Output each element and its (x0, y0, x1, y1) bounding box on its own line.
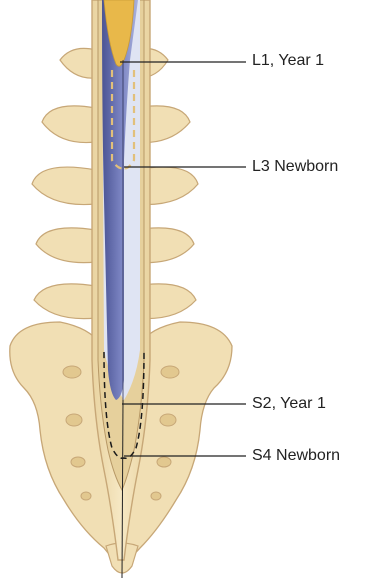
label-l1-year1: L1, Year 1 (252, 51, 324, 71)
label-s2-year1: S2, Year 1 (252, 394, 326, 414)
label-s4-newborn: S4 Newborn (252, 446, 340, 466)
label-l3-newborn: L3 Newborn (252, 157, 338, 177)
